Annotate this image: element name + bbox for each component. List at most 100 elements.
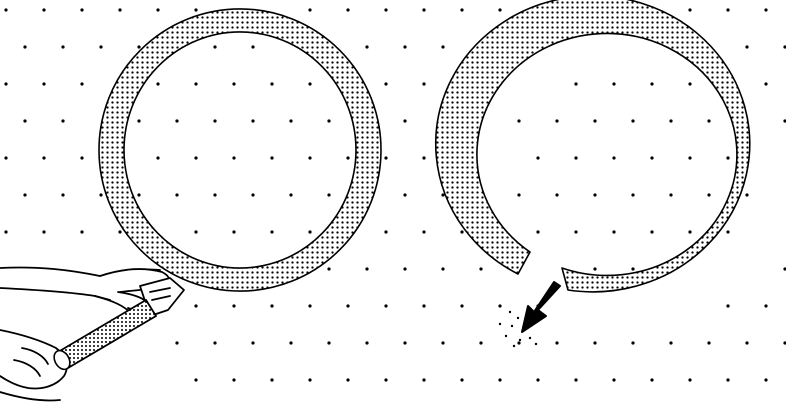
background-dot xyxy=(422,8,425,11)
background-dot xyxy=(384,230,387,233)
background-dot xyxy=(194,304,197,307)
background-dot xyxy=(327,193,330,196)
background-dot xyxy=(232,156,235,159)
background-dot xyxy=(441,341,444,344)
background-dot xyxy=(479,341,482,344)
background-dot xyxy=(403,267,406,270)
background-dot xyxy=(289,119,292,122)
background-dot xyxy=(118,8,121,11)
background-dot xyxy=(270,156,273,159)
background-dot xyxy=(688,156,691,159)
background-dot xyxy=(137,45,140,48)
background-dot xyxy=(4,8,7,11)
background-dot xyxy=(308,82,311,85)
background-dot xyxy=(175,119,178,122)
background-dot xyxy=(707,193,710,196)
left-panel xyxy=(0,9,381,401)
background-dot xyxy=(308,230,311,233)
background-dot xyxy=(669,341,672,344)
background-dot xyxy=(517,341,520,344)
background-dot xyxy=(232,82,235,85)
background-dot xyxy=(593,119,596,122)
background-dot xyxy=(688,378,691,381)
background-dot xyxy=(726,156,729,159)
background-dot xyxy=(650,82,653,85)
background-dot xyxy=(688,230,691,233)
background-dot xyxy=(593,193,596,196)
background-dot xyxy=(669,119,672,122)
background-dot xyxy=(346,304,349,307)
background-dot xyxy=(308,156,311,159)
background-dot xyxy=(441,267,444,270)
background-dot xyxy=(61,45,64,48)
background-dot xyxy=(517,119,520,122)
background-dot xyxy=(270,378,273,381)
background-dot xyxy=(764,378,767,381)
background-dot xyxy=(346,8,349,11)
background-dot xyxy=(726,230,729,233)
background-dot xyxy=(688,8,691,11)
background-dot xyxy=(23,119,26,122)
background-dot xyxy=(308,304,311,307)
background-dot xyxy=(384,8,387,11)
background-dot xyxy=(764,8,767,11)
background-dot xyxy=(707,341,710,344)
background-dot xyxy=(365,45,368,48)
background-dot xyxy=(631,193,634,196)
background-dot xyxy=(574,230,577,233)
background-dot xyxy=(650,378,653,381)
background-dot xyxy=(346,156,349,159)
background-dot xyxy=(42,230,45,233)
background-dot xyxy=(726,378,729,381)
background-dot xyxy=(365,267,368,270)
background-dot xyxy=(99,45,102,48)
background-dot xyxy=(555,193,558,196)
background-dot xyxy=(156,8,159,11)
background-dot xyxy=(422,230,425,233)
background-dot xyxy=(289,193,292,196)
particle xyxy=(509,311,511,313)
background-dot xyxy=(289,341,292,344)
background-dot xyxy=(384,156,387,159)
background-dot xyxy=(593,341,596,344)
background-dot xyxy=(498,304,501,307)
background-dot xyxy=(232,378,235,381)
background-dot xyxy=(384,82,387,85)
background-dot xyxy=(308,378,311,381)
background-dot xyxy=(460,8,463,11)
background-dot xyxy=(137,193,140,196)
background-dot xyxy=(42,82,45,85)
background-dot xyxy=(4,230,7,233)
background-dot xyxy=(175,193,178,196)
background-dot xyxy=(194,378,197,381)
background-dot xyxy=(574,156,577,159)
background-dot xyxy=(612,156,615,159)
right-panel xyxy=(436,0,750,347)
background-dot xyxy=(536,156,539,159)
background-dot xyxy=(631,341,634,344)
background-dot xyxy=(460,230,463,233)
particle xyxy=(505,335,507,337)
background-dot xyxy=(175,341,178,344)
background-dot xyxy=(137,119,140,122)
background-dot xyxy=(403,193,406,196)
background-dot xyxy=(384,378,387,381)
background-dot xyxy=(23,193,26,196)
background-dot xyxy=(479,267,482,270)
background-dot xyxy=(707,119,710,122)
particle xyxy=(511,325,513,327)
background-dot xyxy=(631,267,634,270)
background-dot xyxy=(555,119,558,122)
background-dot xyxy=(688,82,691,85)
background-dot xyxy=(23,45,26,48)
background-dot xyxy=(403,119,406,122)
background-dot xyxy=(669,193,672,196)
background-dot xyxy=(745,341,748,344)
background-dot xyxy=(213,341,216,344)
background-dot xyxy=(403,45,406,48)
background-dot xyxy=(251,45,254,48)
background-dot xyxy=(650,230,653,233)
background-dot xyxy=(745,193,748,196)
background-dot xyxy=(460,378,463,381)
background-dot xyxy=(517,193,520,196)
